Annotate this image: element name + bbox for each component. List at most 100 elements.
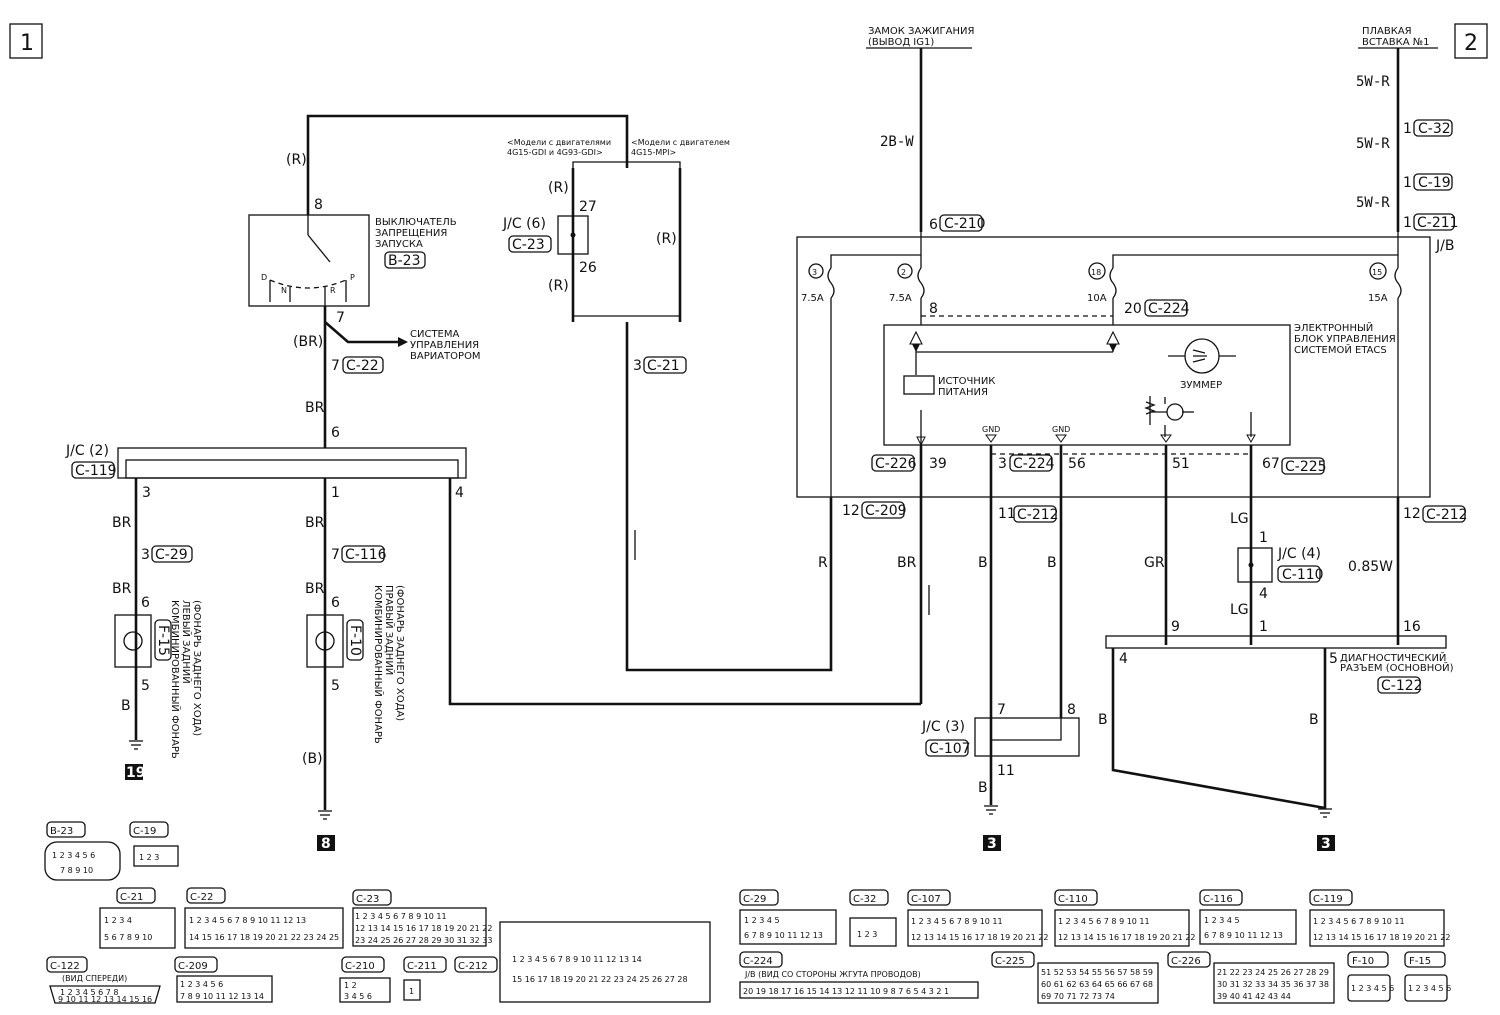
legend-c110-pins-top: 1 2 3 4 5 6 7 8 9 10 11 xyxy=(1058,917,1150,926)
wire-fuse3-r xyxy=(625,322,833,672)
gnd-label-1: GND xyxy=(982,425,1000,434)
fuse-18-rating: 10A xyxy=(1087,293,1107,304)
wire-color-r-mpi: (R) xyxy=(656,231,677,247)
etacs-label-2: БЛОК УПРАВЛЕНИЯ xyxy=(1294,334,1396,345)
tag-c29 xyxy=(151,545,193,563)
pin-1-c19: 1 xyxy=(1403,175,1412,191)
conn-c32: C-32 xyxy=(1418,121,1451,137)
legend-c29: C-29 xyxy=(743,894,766,905)
jc2-label: J/C (2) xyxy=(65,443,109,459)
legend-c226-pins-mid: 30 31 32 33 34 35 36 37 38 xyxy=(1217,980,1329,989)
switch-label-p: P xyxy=(350,273,355,282)
legend-c209: C-209 xyxy=(178,961,208,972)
fuse-18: 18 10A xyxy=(1087,262,1117,304)
left-lamp-label-2: КОМБИНИРОВАННЫЙ ФОНАРЬ xyxy=(169,600,182,759)
conn-c119: C-119 xyxy=(75,463,117,479)
cvt-label-2: УПРАВЛЕНИЯ xyxy=(410,340,479,351)
wire-color-r-top: (R) xyxy=(286,152,307,168)
conn-f10: F-10 xyxy=(347,625,363,656)
legend-c23-pins-top: 1 2 3 4 5 6 7 8 9 10 11 xyxy=(355,912,447,921)
legend-c23-pins-mid: 12 13 14 15 16 17 18 19 20 21 22 xyxy=(355,924,492,933)
tag-c19 xyxy=(1413,173,1453,191)
pin-5-left-lamp: 5 xyxy=(141,678,150,694)
wire-color-b-diag2: B xyxy=(1309,712,1319,728)
wire-color-r-jc6-top: (R) xyxy=(548,180,569,196)
ground-8: 8 xyxy=(321,836,331,852)
right-lamp-label-3: (ФОНАРЬ ЗАДНЕГО ХОДА) xyxy=(394,585,405,721)
jc4-box xyxy=(1237,547,1273,583)
tag-b23 xyxy=(384,251,426,269)
legend-c107-pins-bottom: 12 13 14 15 16 17 18 19 20 21 22 xyxy=(911,933,1048,942)
conn-b23: B-23 xyxy=(388,253,420,269)
power-source-2: ПИТАНИЯ xyxy=(938,387,988,398)
tag-c116 xyxy=(341,545,385,563)
jc4-pin-1: 1 xyxy=(1259,530,1268,546)
legend-c209-pins-bottom: 7 8 9 10 11 12 13 14 xyxy=(180,992,264,1001)
wire-color-b-gnd1: B xyxy=(978,555,988,571)
legend-c116-pins-top: 1 2 3 4 5 xyxy=(1204,916,1240,925)
wire-diag-ground xyxy=(1111,648,1327,810)
jc2-inner xyxy=(125,459,459,479)
wire-color-br-right-1: BR xyxy=(305,515,325,531)
pin-1-diag: 1 xyxy=(1259,619,1268,635)
legend-c212: C-212 xyxy=(458,961,488,972)
legend-c211: C-211 xyxy=(407,961,437,972)
wire-color-5wr-1: 5W-R xyxy=(1356,74,1390,90)
wire-color-b-paren: (B) xyxy=(302,751,323,767)
models-left-2: 4G15-GDI и 4G93-GDI> xyxy=(507,148,603,157)
conn-c107: C-107 xyxy=(929,741,971,757)
conn-f15: F-15 xyxy=(155,625,171,656)
legend-c107-pins-top: 1 2 3 4 5 6 7 8 9 10 11 xyxy=(911,917,1003,926)
pin-9-diag: 9 xyxy=(1171,619,1180,635)
left-lamp-bulb-icon xyxy=(123,631,143,651)
legend-f10: F-10 xyxy=(1352,956,1374,967)
pin-6-left-lamp: 6 xyxy=(141,595,150,611)
legend-b23: B-23 xyxy=(50,826,73,837)
legend-c23-pins-bottom: 23 24 25 26 27 28 29 30 31 32 33 xyxy=(355,936,492,945)
diode-2 xyxy=(1109,344,1117,352)
tag-c226 xyxy=(871,454,915,472)
ignition-label-1: ЗАМОК ЗАЖИГАНИЯ xyxy=(868,26,974,37)
start-inhibit-switch xyxy=(248,214,370,307)
right-lamp-label-2: КОМБИНИРОВАННЫЙ ФОНАРЬ xyxy=(372,585,385,744)
legend-c116: C-116 xyxy=(1203,894,1233,905)
wire-color-br-switch: BR xyxy=(305,400,325,416)
page-marker-right: 2 xyxy=(1464,31,1478,56)
switch-label-n: N xyxy=(281,286,287,295)
legend-c122-pins-bottom: 9 10 11 12 13 14 15 16 xyxy=(58,995,152,1004)
legend-c22: C-22 xyxy=(190,892,213,903)
left-lamp-label-3: (ФОНАРЬ ЗАДНЕГО ХОДА) xyxy=(191,600,202,736)
jc3-box xyxy=(974,717,1080,757)
etacs-unit xyxy=(883,324,1291,446)
page-marker-left-box xyxy=(9,23,43,59)
legend-c224-pins: 20 19 18 17 16 15 14 13 12 11 10 9 8 7 6… xyxy=(743,987,949,996)
legend-c116-pins-bottom: 6 7 8 9 10 11 12 13 xyxy=(1204,931,1283,940)
etacs-terminal-51 xyxy=(1160,434,1172,443)
right-lamp-box xyxy=(306,614,344,668)
diag-label-1: ДИАГНОСТИЧЕСКИЙ xyxy=(1340,651,1446,664)
legend-c226-pins-top: 21 22 23 24 25 26 27 28 29 xyxy=(1217,968,1329,977)
legend-c22-pins-top: 1 2 3 4 5 6 7 8 9 10 11 12 13 xyxy=(189,916,306,925)
power-source-box xyxy=(903,375,935,395)
pin-3-c21: 3 xyxy=(633,358,642,374)
pin-3-c29: 3 xyxy=(141,547,150,563)
jc6-node xyxy=(570,232,576,238)
fuse-2: 2 7.5A xyxy=(889,263,925,304)
wire-color-br-right-2: BR xyxy=(305,581,325,597)
conn-c23: C-23 xyxy=(512,237,545,253)
pin-12-c212: 12 xyxy=(1403,506,1421,522)
jc2-box xyxy=(117,447,467,479)
tag-c211 xyxy=(1413,213,1455,231)
jc4-pin-4: 4 xyxy=(1259,586,1268,602)
switch-label-1: ВЫКЛЮЧАТЕЛЬ xyxy=(375,217,457,228)
models-left-1: <Модели с двигателями xyxy=(507,138,611,147)
pin-11-c212: 11 xyxy=(998,506,1016,522)
wire-color-br-39: BR xyxy=(897,555,917,571)
jc4-label: J/C (4) xyxy=(1277,546,1321,562)
gnd-terminal-1 xyxy=(985,434,997,443)
wire-color-5wr-2: 5W-R xyxy=(1356,136,1390,152)
wire-color-r-c209: R xyxy=(818,555,828,571)
wire-color-b-diag1: B xyxy=(1098,712,1108,728)
wire-39-to-jc2-4 xyxy=(448,488,921,706)
